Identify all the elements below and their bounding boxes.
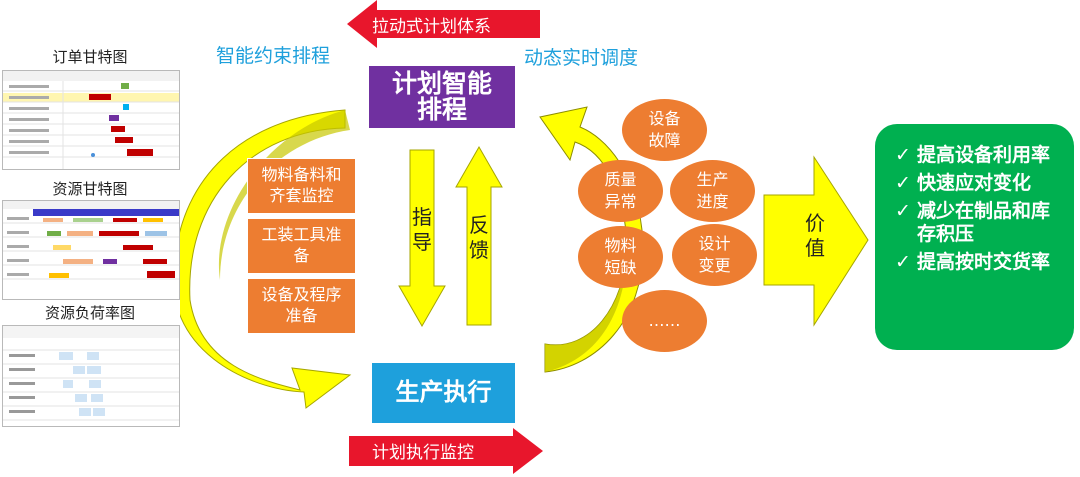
production-execution-box: 生产执行 bbox=[372, 363, 515, 423]
guide-down-arrow bbox=[398, 149, 446, 328]
feedback-char1: 反 bbox=[469, 213, 489, 237]
prep-material-line2: 齐套监控 bbox=[269, 186, 334, 205]
prep-equipment-line1: 设备及程序 bbox=[261, 285, 342, 305]
oval4-line1: 物料 bbox=[604, 236, 637, 256]
top-red-arrow bbox=[347, 0, 540, 48]
oval4-line2: 短缺 bbox=[604, 258, 637, 277]
left-cycle-arrow bbox=[180, 109, 352, 409]
resource-load-graphic bbox=[3, 326, 179, 421]
prep-material-box: 物料备料和 齐套监控 bbox=[247, 158, 356, 214]
guide-char2: 导 bbox=[412, 230, 432, 254]
benefit-text: 减少在制品和库存积压 bbox=[917, 199, 1051, 246]
benefit-text: 快速应对变化 bbox=[917, 171, 1032, 194]
plan-box-line2: 排程 bbox=[416, 95, 467, 124]
guide-label: 指 导 bbox=[408, 205, 436, 255]
check-icon: ✓ bbox=[895, 144, 911, 166]
disturbance-design-change: 设计 变更 bbox=[672, 224, 757, 286]
check-icon: ✓ bbox=[895, 251, 911, 273]
value-char1: 价 bbox=[805, 211, 825, 235]
order-gantt-chart bbox=[2, 70, 180, 170]
feedback-up-arrow bbox=[455, 145, 503, 326]
disturbance-equipment-failure: 设备 故障 bbox=[622, 99, 707, 161]
disturbance-production-progress: 生产 进度 bbox=[670, 160, 755, 222]
oval2-line2: 异常 bbox=[604, 192, 637, 211]
resource-gantt-chart bbox=[2, 200, 180, 300]
oval5-line2: 变更 bbox=[698, 256, 731, 275]
top-arrow-label: 拉动式计划体系 bbox=[372, 17, 491, 37]
plan-box-line1: 计划智能 bbox=[391, 68, 492, 98]
prep-material-line1: 物料备料和 bbox=[261, 165, 342, 185]
prep-tooling-line1: 工装工具准 bbox=[261, 225, 342, 245]
benefits-panel: ✓ 提高设备利用率 ✓ 快速应对变化 ✓ 减少在制品和库存积压 ✓ 提高按时交货… bbox=[875, 124, 1074, 350]
disturbance-material-shortage: 物料 短缺 bbox=[578, 226, 663, 288]
oval3-line2: 进度 bbox=[696, 192, 729, 211]
bottom-arrow-label: 计划执行监控 bbox=[372, 443, 474, 463]
value-arrow bbox=[763, 155, 869, 327]
order-gantt-title: 订单甘特图 bbox=[52, 48, 128, 66]
benefit-item: ✓ 快速应对变化 bbox=[895, 172, 1062, 196]
resource-load-chart bbox=[2, 325, 180, 427]
check-icon: ✓ bbox=[895, 171, 911, 194]
right-caption: 动态实时调度 bbox=[524, 47, 639, 69]
resource-load-title: 资源负荷率图 bbox=[44, 304, 135, 322]
resource-gantt-title: 资源甘特图 bbox=[52, 180, 128, 198]
guide-char1: 指 bbox=[412, 205, 432, 229]
bottom-red-arrow bbox=[349, 428, 543, 474]
oval3-line1: 生产 bbox=[696, 170, 729, 190]
oval1-line2: 故障 bbox=[648, 131, 681, 150]
left-caption: 智能约束排程 bbox=[216, 45, 331, 67]
oval2-line1: 质量 bbox=[604, 170, 637, 190]
feedback-char2: 馈 bbox=[469, 238, 489, 262]
disturbance-more: …… bbox=[622, 290, 707, 352]
prep-tooling-box: 工装工具准 备 bbox=[247, 218, 356, 274]
benefit-text: 提高设备利用率 bbox=[917, 144, 1051, 166]
benefit-item: ✓ 减少在制品和库存积压 bbox=[895, 200, 1062, 248]
plan-scheduling-box: 计划智能 排程 bbox=[369, 66, 515, 128]
disturbance-quality-issue: 质量 异常 bbox=[578, 160, 663, 222]
benefit-item: ✓ 提高按时交货率 bbox=[895, 251, 1062, 275]
benefit-item: ✓ 提高设备利用率 bbox=[895, 144, 1062, 168]
check-icon: ✓ bbox=[895, 199, 911, 222]
oval1-line1: 设备 bbox=[648, 109, 681, 129]
feedback-label: 反 馈 bbox=[465, 213, 493, 263]
prep-tooling-line2: 备 bbox=[293, 246, 310, 265]
prep-equipment-box: 设备及程序 准备 bbox=[247, 278, 356, 334]
value-label: 价 值 bbox=[800, 211, 830, 261]
benefit-text: 提高按时交货率 bbox=[917, 251, 1051, 273]
resource-gantt-graphic bbox=[3, 201, 179, 280]
value-char2: 值 bbox=[805, 236, 825, 260]
prep-equipment-line2: 准备 bbox=[285, 306, 318, 325]
oval5-line1: 设计 bbox=[698, 234, 731, 254]
oval6-line1: …… bbox=[648, 311, 681, 331]
order-gantt-graphic bbox=[3, 71, 179, 169]
